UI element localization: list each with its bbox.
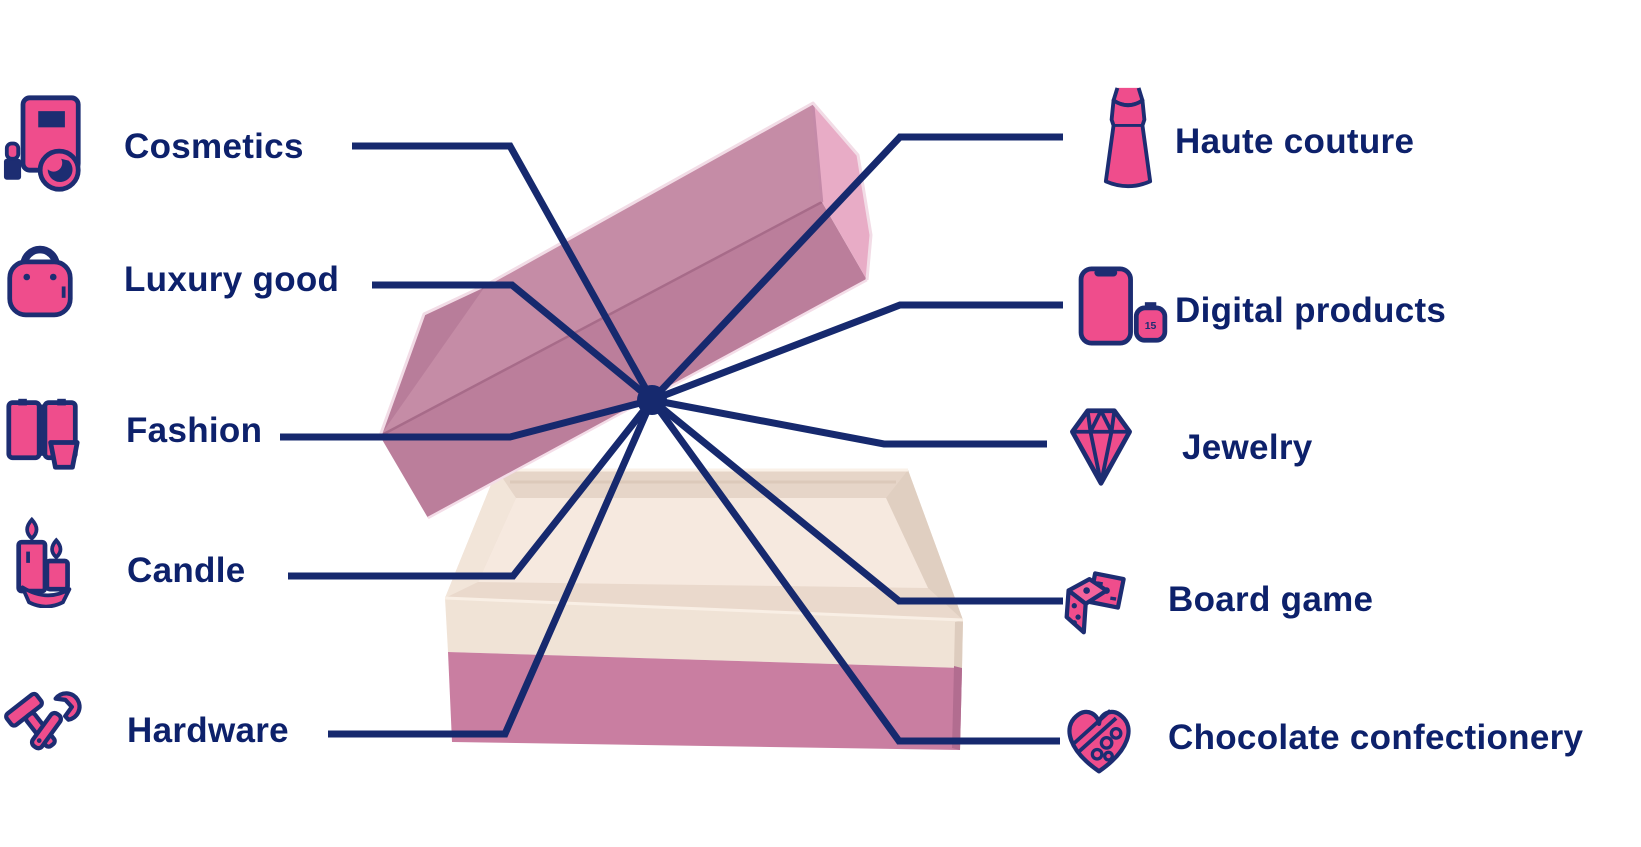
lid-right-cap — [813, 103, 871, 280]
leader-line-hardware — [328, 398, 656, 738]
luxury-good-icon — [5, 233, 75, 321]
leader-lines — [280, 133, 1063, 745]
lid-crease — [379, 200, 823, 438]
box-right-edge-pink — [952, 666, 962, 750]
box-inner-right-wall — [886, 470, 963, 620]
box-inner-floor — [478, 498, 928, 588]
hub-dot — [637, 385, 667, 415]
leader-line-haute-couture — [649, 133, 1063, 403]
leader-line-luxury-good — [372, 281, 655, 403]
haute-couture-icon — [1101, 85, 1155, 191]
label-fashion: Fashion — [126, 411, 263, 451]
gift-box-base — [444, 468, 964, 750]
digital-products-icon: 15 — [1076, 266, 1168, 346]
hardware-icon — [3, 688, 83, 760]
label-cosmetics: Cosmetics — [124, 127, 304, 167]
jewelry-icon — [1059, 402, 1143, 492]
leader-line-candle — [288, 397, 655, 580]
leader-line-digital-products — [650, 301, 1063, 404]
candle-icon — [9, 514, 81, 608]
lid-left-cap — [380, 285, 486, 436]
svg-text:15: 15 — [1145, 321, 1157, 332]
fashion-icon — [5, 395, 81, 471]
box-inner-back-wall — [497, 470, 908, 498]
label-hardware: Hardware — [127, 711, 289, 751]
leader-line-jewelry — [651, 396, 1047, 448]
label-board-game: Board game — [1168, 580, 1374, 620]
label-jewelry: Jewelry — [1182, 428, 1313, 468]
board-game-icon — [1061, 560, 1135, 640]
lid-inner-panel — [380, 103, 822, 436]
leader-line-fashion — [280, 396, 653, 441]
lid-cap-crease — [811, 102, 824, 203]
lid-edge-highlight — [378, 101, 873, 437]
chocolate-confectionery-icon — [1061, 703, 1137, 777]
label-chocolate-confectionery: Chocolate confectionery — [1168, 718, 1584, 758]
label-luxury-good: Luxury good — [124, 260, 340, 300]
leader-line-board-game — [649, 397, 1063, 605]
label-candle: Candle — [127, 551, 246, 591]
box-pink-band — [448, 652, 962, 750]
box-front-edge-highlight — [444, 596, 964, 622]
box-right-edge-cream — [954, 620, 963, 668]
leader-line-chocolate — [649, 397, 1060, 745]
label-haute-couture: Haute couture — [1175, 122, 1415, 162]
cosmetics-icon — [0, 94, 86, 194]
box-inner-left-wall — [445, 470, 516, 598]
leader-line-cosmetics — [352, 142, 656, 402]
label-digital-products: Digital products — [1175, 291, 1447, 331]
